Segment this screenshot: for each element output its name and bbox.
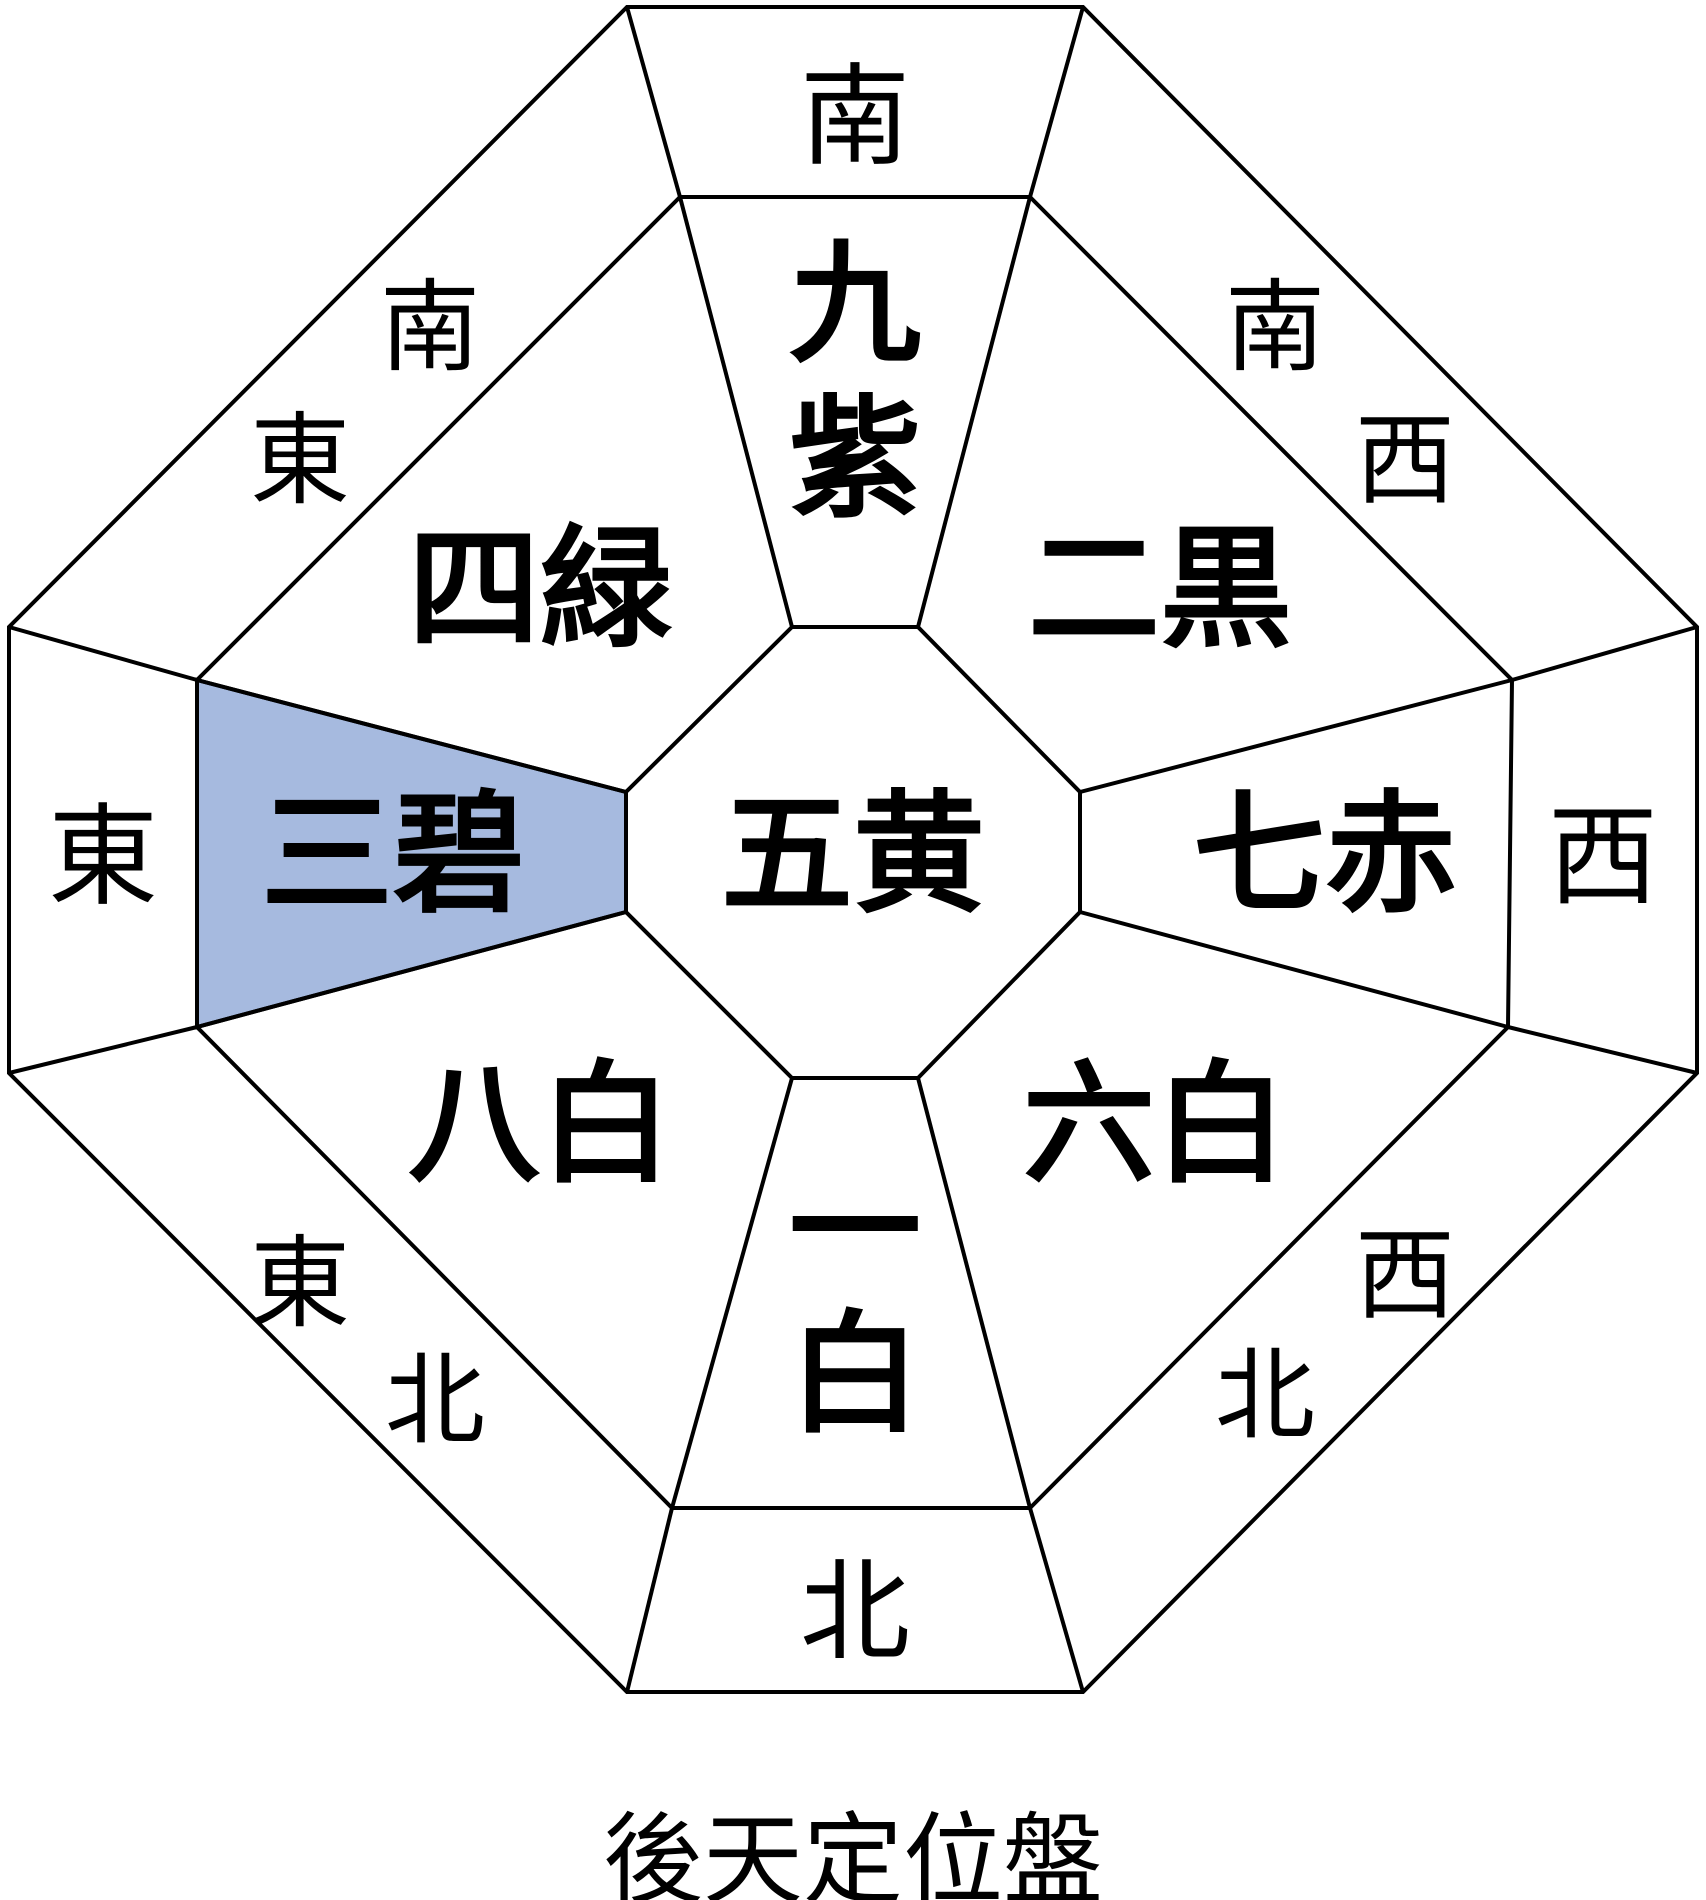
star-center: 五黄: [721, 777, 985, 932]
star-northeast: 八白: [408, 1047, 672, 1202]
direction-east: 東: [48, 793, 158, 921]
inner-ring-dividers: [196, 196, 1513, 1509]
outer-ring-dividers: [8, 6, 1698, 1693]
direction-southwest-char1: 南: [1225, 269, 1325, 386]
direction-south: 南: [800, 53, 910, 181]
diagram-caption: 後天定位盤: [603, 1802, 1103, 1900]
star-south-char1: 九: [789, 227, 921, 382]
direction-north: 北: [800, 1548, 910, 1676]
star-north-char2: 白: [789, 1297, 921, 1452]
direction-northwest-char1: 西: [1355, 1217, 1455, 1334]
direction-northeast-char2: 北: [385, 1342, 485, 1459]
direction-northeast-char1: 東: [250, 1225, 350, 1342]
direction-northwest-char2: 北: [1215, 1337, 1315, 1454]
star-west: 七赤: [1193, 777, 1457, 932]
star-southwest: 二黒: [1028, 512, 1292, 667]
star-north-char1: 一: [789, 1152, 921, 1307]
direction-west: 西: [1548, 793, 1658, 921]
direction-southwest-char2: 西: [1355, 402, 1455, 519]
star-south-char2: 紫: [789, 382, 921, 537]
direction-southeast-char2: 東: [250, 402, 350, 519]
star-southeast: 四緑: [408, 512, 673, 667]
star-northwest: 六白: [1023, 1047, 1287, 1202]
direction-southeast-char1: 南: [380, 269, 480, 386]
star-east: 三碧: [261, 777, 525, 932]
